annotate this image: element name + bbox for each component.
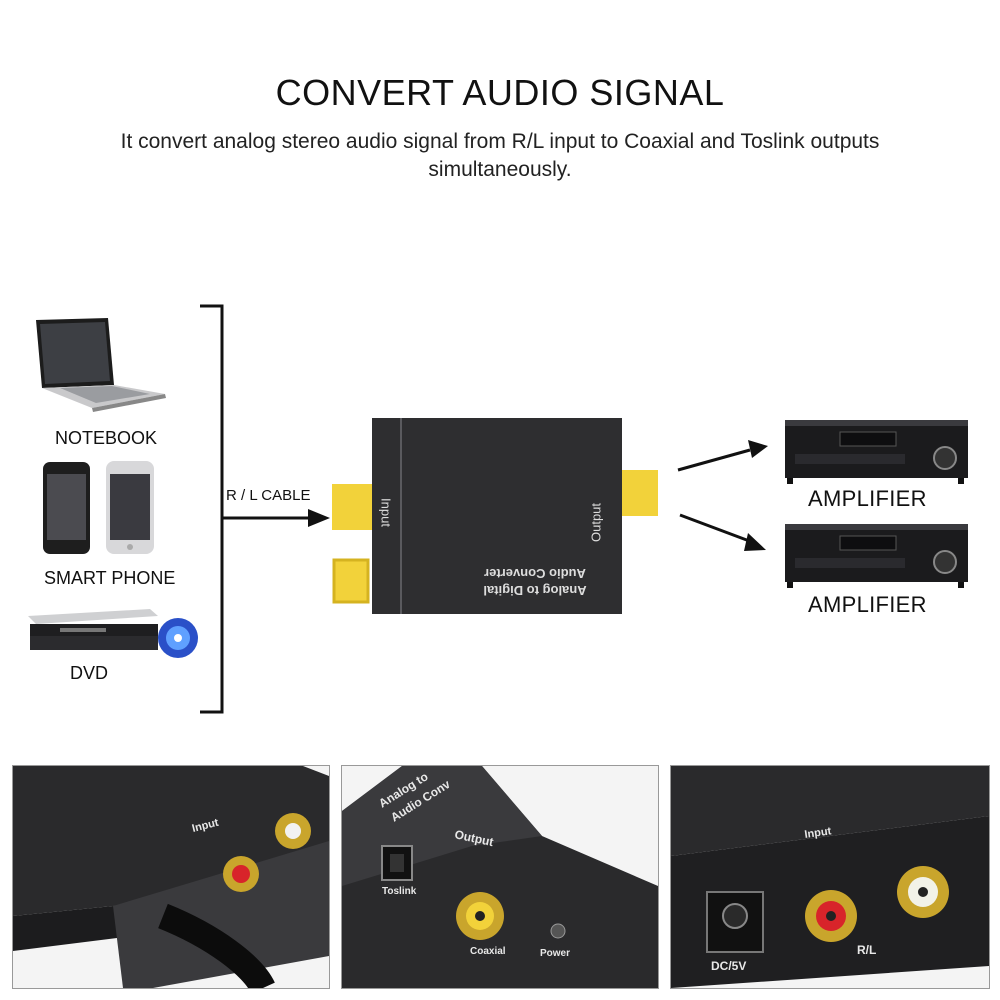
amplifier-icon [785,420,968,484]
photo-input-cable: Input [12,765,330,989]
photo-right-rl-text: R/L [857,943,876,957]
smartphone-icon [43,461,154,554]
arrow-head-top [748,440,768,458]
photo-right-dc-text: DC/5V [711,959,746,973]
photo-mid-coaxial-text: Coaxial [470,946,506,957]
page-subtitle: It convert analog stereo audio signal fr… [120,130,880,181]
amplifier-icon [785,524,968,588]
amplifier-label-top: AMPLIFIER [808,486,927,511]
cable-arrow [222,509,330,527]
photo-mid-toslink-text: Toslink [382,886,417,897]
source-label-smartphone: SMART PHONE [44,568,176,588]
photo-output-side: Analog to Audio Conv Output Toslink Coax… [341,765,659,989]
converter-device-line2: Audio Converter [484,566,586,581]
arrow-head-bottom [744,533,766,551]
photo-input-closeup: Input DC/5V R/L [670,765,990,989]
amplifier-label-bottom: AMPLIFIER [808,592,927,617]
photo-right-input-text: Input [804,825,833,841]
cable-label: R / L CABLE [226,487,311,504]
converter-input-label: Input [378,498,394,527]
notebook-icon [36,318,166,412]
converter-box [332,418,658,614]
source-label-dvd: DVD [70,663,109,683]
converter-device-line1: Analog to Digital [483,583,587,598]
page-title: CONVERT AUDIO SIGNAL [275,72,725,113]
output-arrows [677,448,753,544]
photo-mid-power-text: Power [540,948,570,959]
converter-output-label: Output [588,502,604,543]
source-label-notebook: NOTEBOOK [55,428,158,448]
source-bracket [200,304,224,714]
dvd-player-icon [28,609,198,658]
signal-diagram [28,304,968,714]
